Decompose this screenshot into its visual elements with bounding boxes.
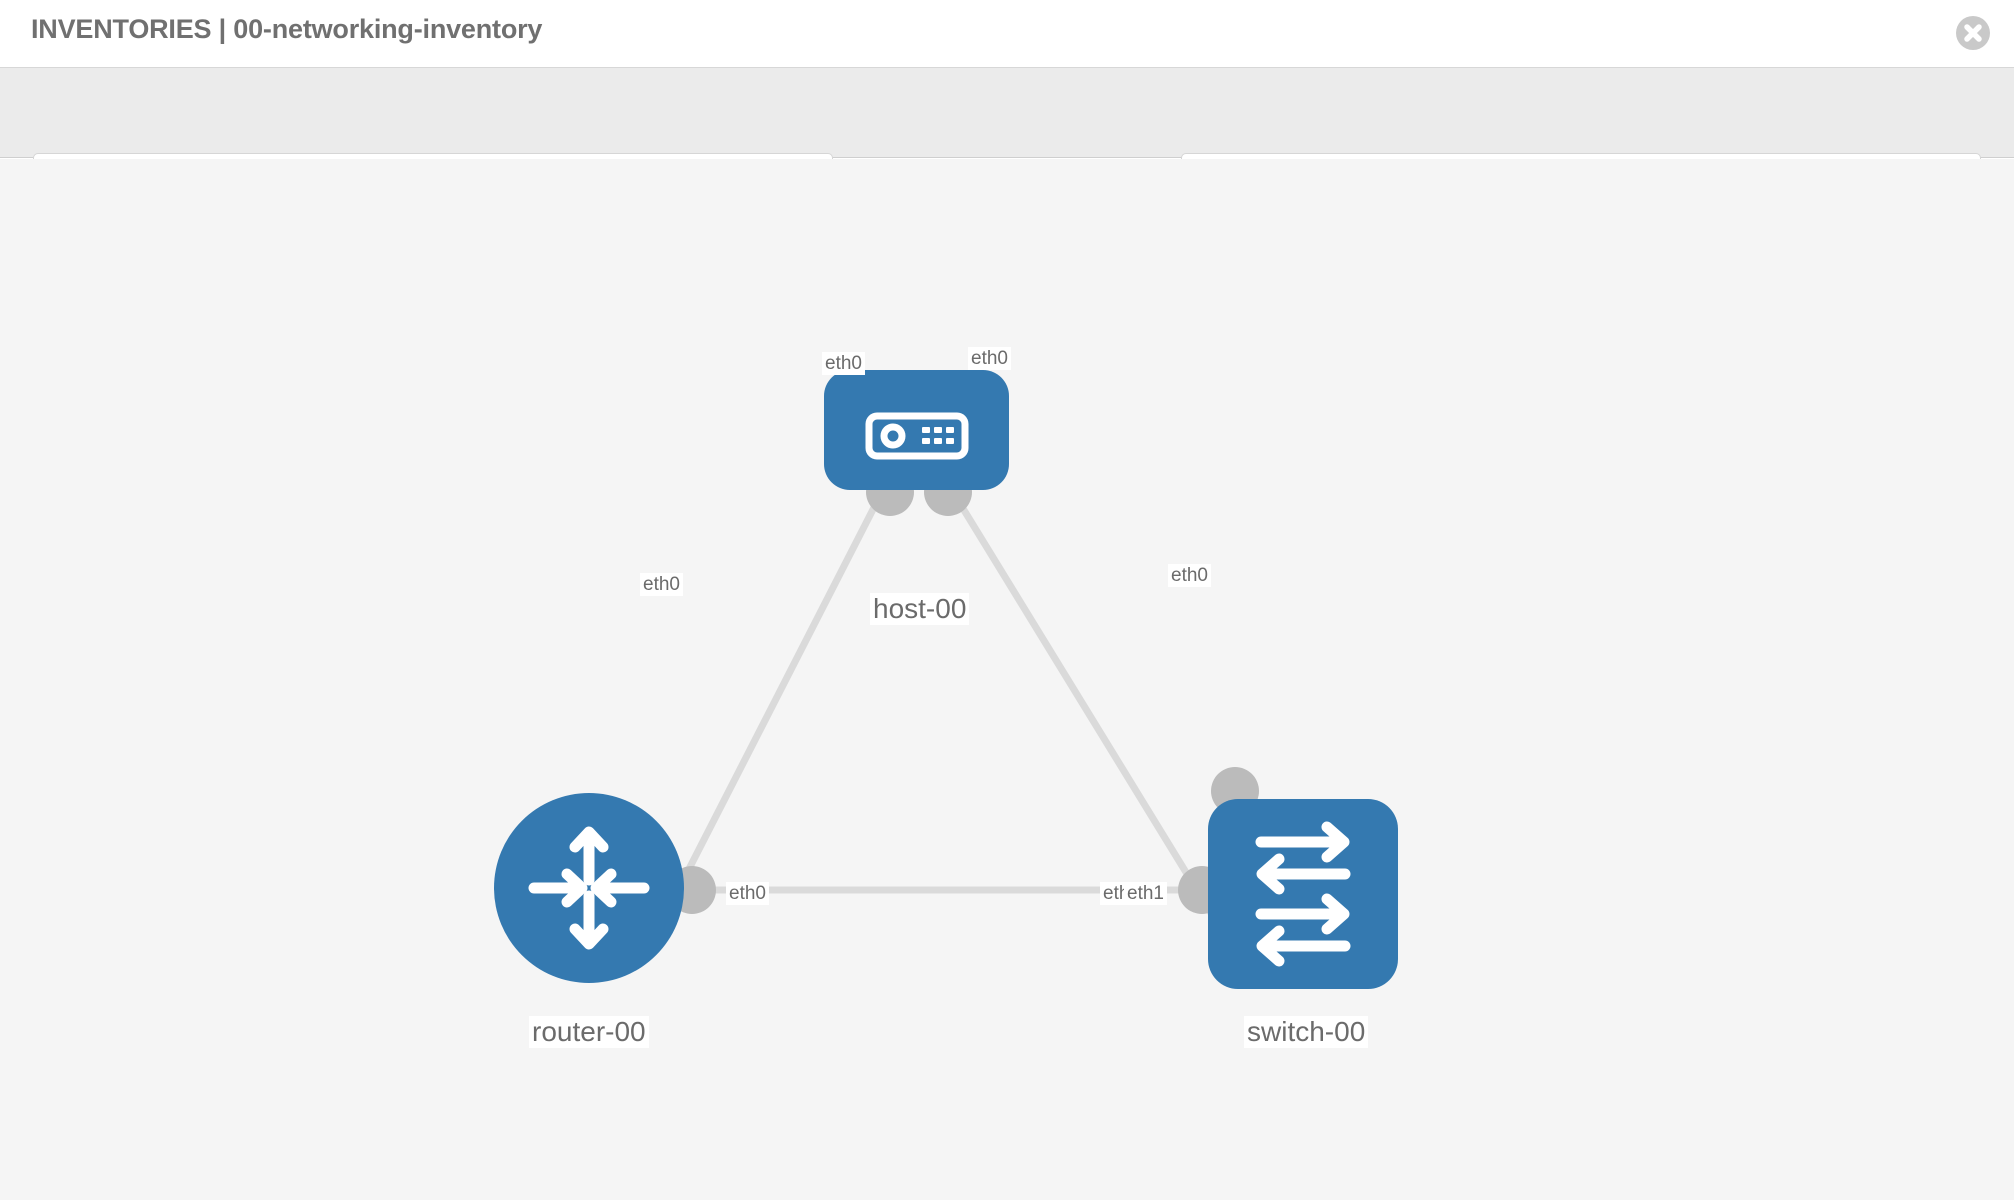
- edge-label-host00-router00-near: eth0: [822, 352, 865, 375]
- switch-icon: [1255, 821, 1351, 967]
- server-icon: [865, 412, 969, 460]
- close-icon[interactable]: [1954, 14, 1992, 52]
- node-label-router-00: router-00: [529, 1016, 649, 1048]
- topology-node-router-00[interactable]: [494, 793, 684, 983]
- edge-label-host00-switch00-near: eth0: [968, 347, 1011, 370]
- topology-edges: [644, 482, 1236, 951]
- edge-label-router00-switch00-near: eth0: [726, 882, 769, 905]
- edge-label-host00-switch00-far: eth0: [1168, 564, 1211, 587]
- edge-label-router00-switch00-far: eth1: [1124, 882, 1167, 905]
- topology-canvas[interactable]: eth0 eth0 eth0 eth0 eth0 eth0 eth1 host-…: [0, 159, 2014, 1200]
- toolbar: ACTIONS SEARCH: [0, 68, 2014, 205]
- node-label-host-00: host-00: [870, 593, 970, 625]
- page-header: INVENTORIES | 00-networking-inventory: [0, 0, 2014, 68]
- node-label-switch-00: switch-00: [1244, 1016, 1369, 1048]
- edge-host00-switch00[interactable]: [945, 482, 1236, 951]
- page-title: INVENTORIES | 00-networking-inventory: [31, 14, 543, 44]
- edge-label-host00-router00-far: eth0: [640, 573, 683, 596]
- topology-node-switch-00[interactable]: [1208, 799, 1398, 989]
- router-icon: [528, 826, 650, 950]
- topology-node-host-00[interactable]: [824, 370, 1009, 490]
